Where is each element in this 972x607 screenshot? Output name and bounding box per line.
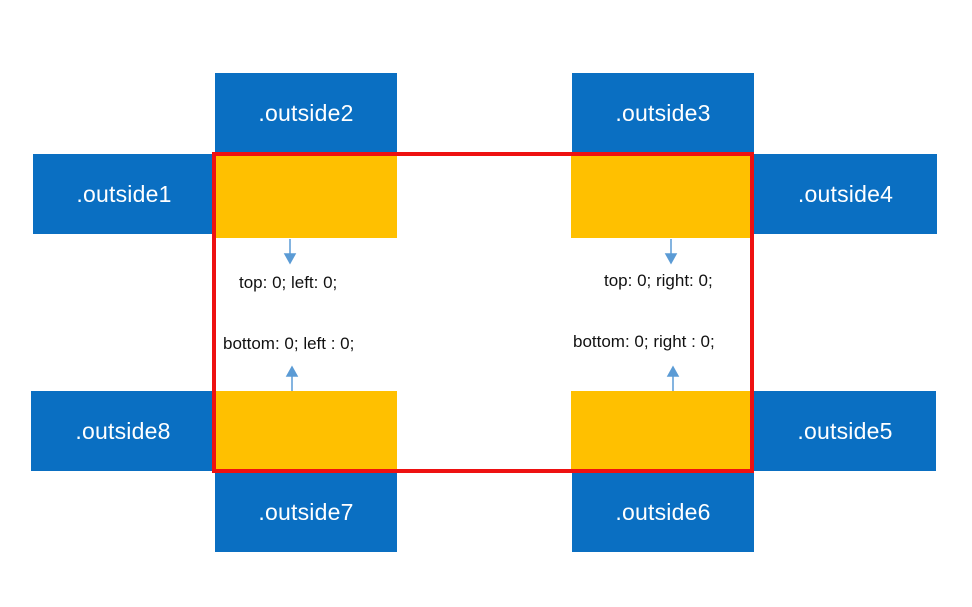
label-top-right: top: 0; right: 0;: [604, 271, 713, 290]
outside1-label: .outside1: [76, 180, 172, 207]
outside2-box: .outside2: [215, 73, 397, 153]
outside5-label: .outside5: [797, 417, 893, 444]
outside8-label: .outside8: [75, 417, 171, 444]
label-bottom-left: bottom: 0; left : 0;: [223, 334, 355, 353]
outside2-label: .outside2: [258, 99, 354, 126]
outside8-box: .outside8: [31, 391, 215, 471]
arrow-up-right-icon: [666, 365, 680, 391]
corner-bottom-right: [571, 391, 752, 471]
arrow-down-right-icon: [664, 239, 678, 265]
outside3-label: .outside3: [615, 99, 711, 126]
outside7-box: .outside7: [215, 472, 397, 552]
outside4-box: .outside4: [754, 154, 937, 234]
outside6-label: .outside6: [615, 498, 711, 525]
corner-top-left: [215, 154, 397, 238]
outside5-box: .outside5: [754, 391, 936, 471]
corner-top-right: [571, 154, 752, 238]
arrow-down-left-icon: [283, 239, 297, 265]
label-top-left: top: 0; left: 0;: [239, 273, 338, 292]
outside3-box: .outside3: [572, 73, 754, 153]
label-bottom-right: bottom: 0; right : 0;: [573, 332, 715, 351]
arrow-up-left-icon: [285, 365, 299, 391]
container-frame: [212, 152, 754, 473]
corner-bottom-left: [215, 391, 397, 471]
outside6-box: .outside6: [572, 472, 754, 552]
outside7-label: .outside7: [258, 498, 354, 525]
outside1-box: .outside1: [33, 154, 215, 234]
outside4-label: .outside4: [797, 180, 894, 207]
